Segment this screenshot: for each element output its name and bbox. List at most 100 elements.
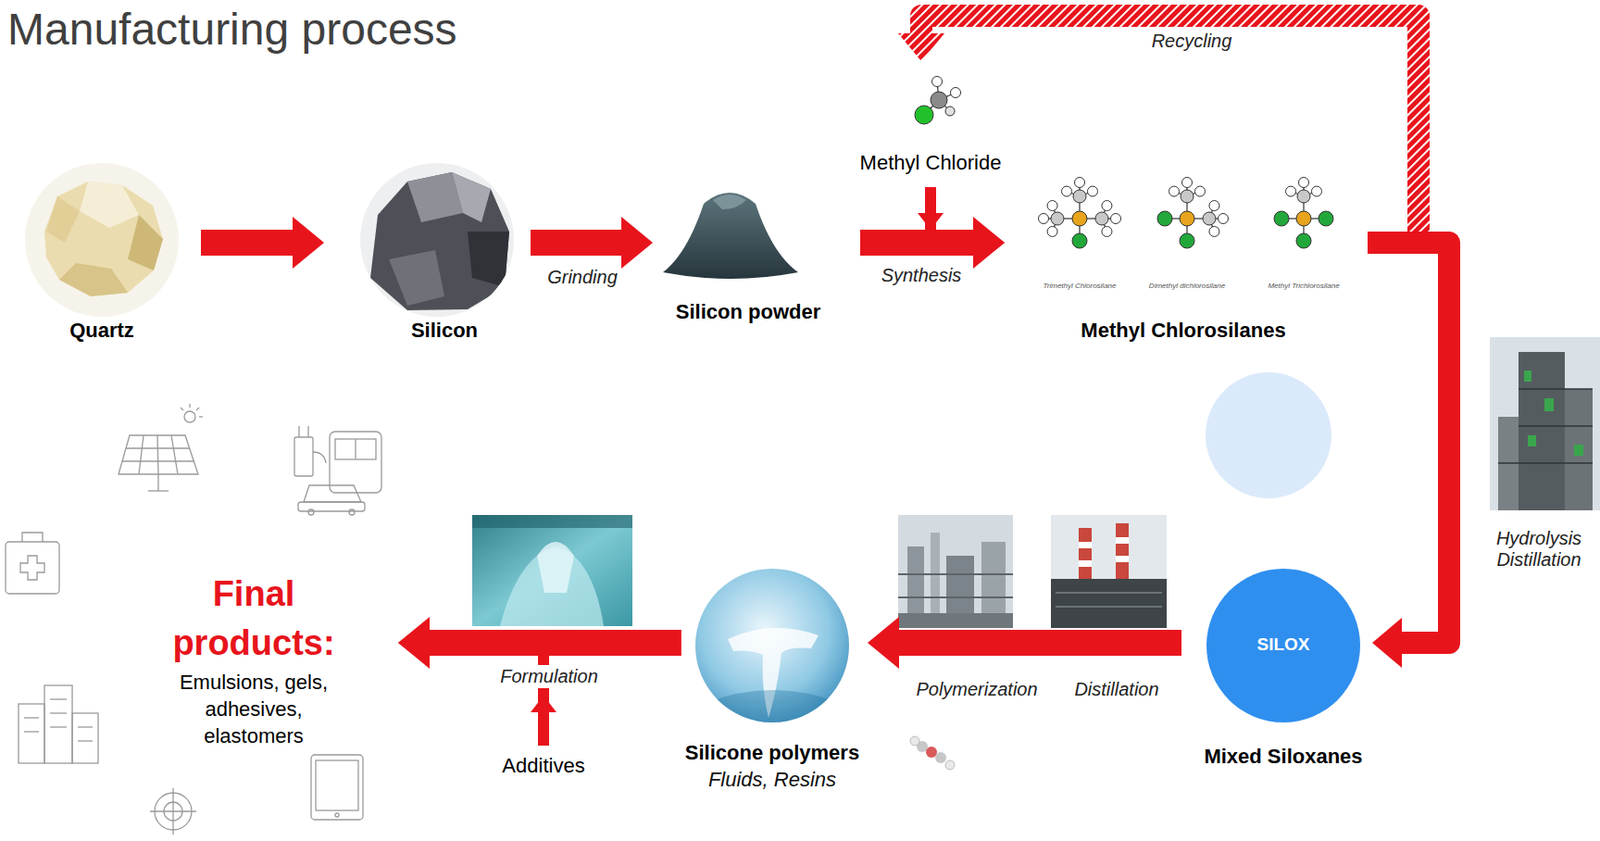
silicon-powder-photo-part: [712, 194, 747, 210]
process-node: Methyl Chlorosilanes: [1004, 157, 1368, 348]
arrow-shaft: [860, 229, 975, 256]
atom: [1296, 233, 1312, 249]
vehicle-charging-icon-part: [335, 438, 376, 460]
atom: [945, 106, 955, 116]
node-text: Emulsions, gels, adhesives, elastomers: [170, 668, 338, 750]
silicon-photo-part-part: [467, 231, 510, 288]
annotation-label: Methyl Trichlorosilane: [1267, 281, 1339, 290]
small-molecule-picture: [910, 736, 955, 770]
atom: [1209, 200, 1220, 212]
arrow-head: [530, 695, 557, 713]
tower-photo-part: [1518, 351, 1565, 511]
silicon-photo-part-part: [388, 250, 445, 306]
edge-label: Recycling: [1151, 30, 1233, 52]
chimney-photo-part: [1078, 541, 1092, 549]
tower-photo-part: [1489, 337, 1600, 511]
buildings-icon-part: [24, 716, 39, 718]
quartz-photo-part: [25, 162, 179, 317]
tablet-icon-part: [311, 754, 363, 820]
process-node: Silicone polymersFluids, Resins: [681, 562, 868, 797]
atom: [1274, 211, 1289, 226]
process-node: Final products:Emulsions, gels, adhesive…: [138, 560, 399, 760]
vehicle-charging-icon-part: [307, 425, 309, 438]
atom: [1169, 186, 1180, 197]
buildings-icon-part: [50, 698, 67, 700]
plant-photo-part: [898, 514, 1013, 628]
tower-photo-part: [1518, 425, 1593, 427]
atom: [932, 76, 943, 88]
node-heading: Methyl Chlorosilanes: [1080, 318, 1286, 342]
target-icon-part: [172, 787, 174, 835]
flow-arrow: [867, 616, 1182, 669]
light-blue-circle: [1205, 372, 1332, 499]
atom: [1297, 189, 1311, 203]
small-molecule-picture-part: [935, 751, 947, 763]
atom: [1047, 225, 1058, 237]
solar-panel-icon-part: [157, 435, 159, 475]
node-heading: Methyl Chloride: [860, 150, 1002, 175]
node-heading: Silicone polymers: [685, 740, 860, 764]
edge-label: Grinding: [547, 266, 618, 288]
atom: [1050, 212, 1064, 225]
atom: [1179, 233, 1195, 249]
atom: [930, 91, 948, 109]
node-text: Mixed Siloxanes: [1203, 744, 1363, 768]
atom: [1101, 200, 1113, 212]
atom: [1075, 177, 1086, 188]
atom: [1318, 211, 1334, 226]
chimney-photo-part: [1055, 605, 1163, 608]
tablet-icon-part: [315, 760, 359, 811]
flow-arrow: [860, 216, 1005, 269]
buildings-icon-part: [50, 725, 67, 727]
quartz-photo-part: [44, 181, 163, 297]
silicon-photo: [360, 162, 514, 317]
small-molecule-picture-part: [925, 746, 938, 758]
atom: [1296, 211, 1312, 226]
arrow-shaft: [413, 642, 544, 746]
tower-photo-part: [1527, 435, 1537, 447]
solar-panel-icon-part: [196, 407, 200, 411]
vehicle-charging-icon-part: [294, 437, 313, 476]
quartz-photo-part-part: [46, 196, 80, 243]
node-heading: Quartz: [69, 318, 135, 342]
arrow-head: [621, 216, 653, 269]
atom: [1182, 177, 1193, 188]
flow-arrow: [1367, 242, 1450, 668]
annotation-label: Polymerization: [915, 678, 1038, 700]
process-node: Methyl Chloride: [851, 61, 1010, 188]
medical-kit-icon-part: [5, 541, 60, 594]
plant-photo-part: [898, 573, 1013, 575]
edge-label: Hydrolysis Distillation: [1487, 527, 1591, 571]
node-heading: SILOX: [1256, 634, 1310, 655]
atom: [1072, 211, 1088, 226]
atom: [1038, 213, 1050, 225]
atom: [1062, 186, 1073, 197]
atom: [1047, 200, 1058, 212]
process-node: SILOX Mixed Siloxanes: [1181, 562, 1373, 775]
tablet-icon: [311, 754, 363, 820]
arrow-shaft: [530, 229, 623, 256]
arrow-head: [292, 216, 325, 269]
quartz-photo-part-part: [44, 181, 163, 297]
arrow-shaft: [428, 629, 682, 656]
vehicle-charging-icon-part: [329, 431, 382, 493]
tower-photo-part: [1544, 398, 1554, 412]
buildings-icon-part: [72, 712, 99, 763]
tower-photo-part: [1574, 444, 1584, 456]
solar-panel-icon-part: [199, 415, 203, 417]
chimney-photo-part: [1078, 560, 1092, 567]
atom: [1095, 212, 1109, 225]
plant-photo-part: [898, 596, 1013, 599]
flow-arrow: [398, 616, 682, 669]
small-molecule-picture-part: [910, 736, 920, 746]
tower-photo-part: [1564, 388, 1593, 511]
light-blue-circle-part: [1205, 372, 1332, 499]
quartz-photo-part-part: [79, 181, 139, 228]
silicon-powder-photo: [662, 192, 799, 279]
vehicle-charging-icon-part: [298, 501, 365, 512]
arrow-head: [398, 616, 430, 669]
atom: [1218, 213, 1229, 225]
atom: [1194, 186, 1205, 197]
solar-panel-icon-part: [157, 474, 159, 491]
